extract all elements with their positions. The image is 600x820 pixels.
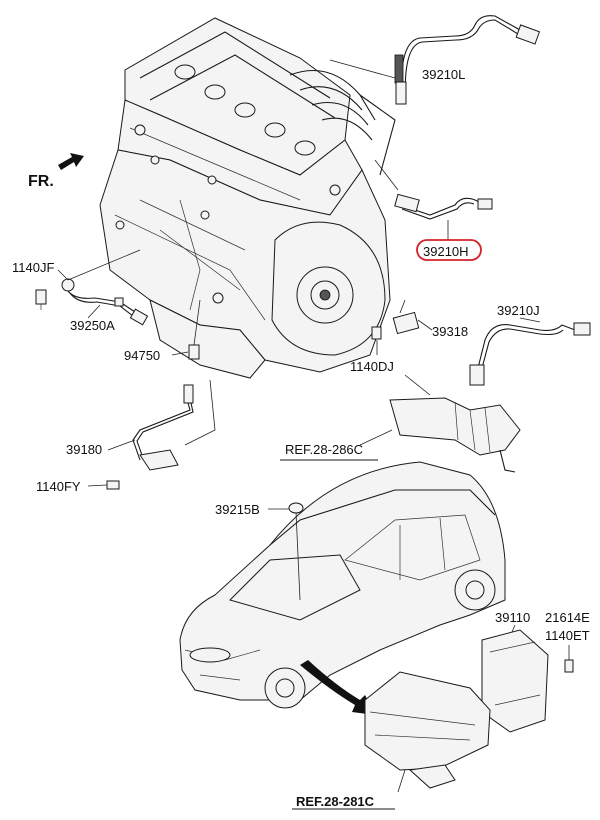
- label-39215B[interactable]: 39215B: [215, 502, 260, 517]
- label-39210J[interactable]: 39210J: [497, 303, 540, 318]
- label-39318[interactable]: 39318: [432, 324, 468, 339]
- label-1140DJ[interactable]: 1140DJ: [350, 359, 394, 374]
- label-21614E[interactable]: 21614E: [545, 610, 590, 625]
- label-1140JF[interactable]: 1140JF: [12, 260, 54, 275]
- label-39180[interactable]: 39180: [66, 442, 102, 457]
- label-1140ET[interactable]: 1140ET: [545, 628, 590, 643]
- oxygen-sensor-39210H[interactable]: [374, 159, 493, 240]
- crank-position-sensor-39180[interactable]: [107, 379, 216, 471]
- label-39110[interactable]: 39110: [495, 610, 530, 625]
- vehicle-illustration: [179, 461, 506, 715]
- knock-sensor-39250A[interactable]: [35, 249, 149, 326]
- oxygen-sensor-39210L[interactable]: [329, 15, 541, 105]
- label-39250A[interactable]: 39250A: [70, 318, 115, 333]
- air-cleaner-ref-281c[interactable]: [364, 671, 491, 793]
- sensor-39215B[interactable]: [268, 502, 304, 514]
- label-94750[interactable]: 94750: [124, 348, 160, 363]
- oxygen-sensor-39210J[interactable]: [469, 317, 591, 386]
- bolt-1140FY[interactable]: [87, 480, 120, 490]
- cam-position-sensor-39318[interactable]: [371, 299, 433, 355]
- front-direction-indicator: FR.: [28, 153, 84, 190]
- highlight-box-39210H: [416, 239, 482, 261]
- front-arrow-icon: [58, 153, 84, 170]
- label-39210H[interactable]: 39210H: [423, 244, 469, 259]
- label-ref-28-281c[interactable]: REF.28-281C: [296, 794, 375, 809]
- front-label: FR.: [28, 173, 54, 190]
- label-ref-28-286c[interactable]: REF.28-286C: [285, 442, 363, 457]
- catalytic-converter-ref-286c[interactable]: [359, 374, 521, 473]
- oil-pressure-switch-94750[interactable]: [171, 299, 201, 360]
- label-39210L[interactable]: 39210L: [422, 67, 465, 82]
- engine-assembly: [99, 17, 396, 379]
- label-1140FY[interactable]: 1140FY: [36, 479, 81, 494]
